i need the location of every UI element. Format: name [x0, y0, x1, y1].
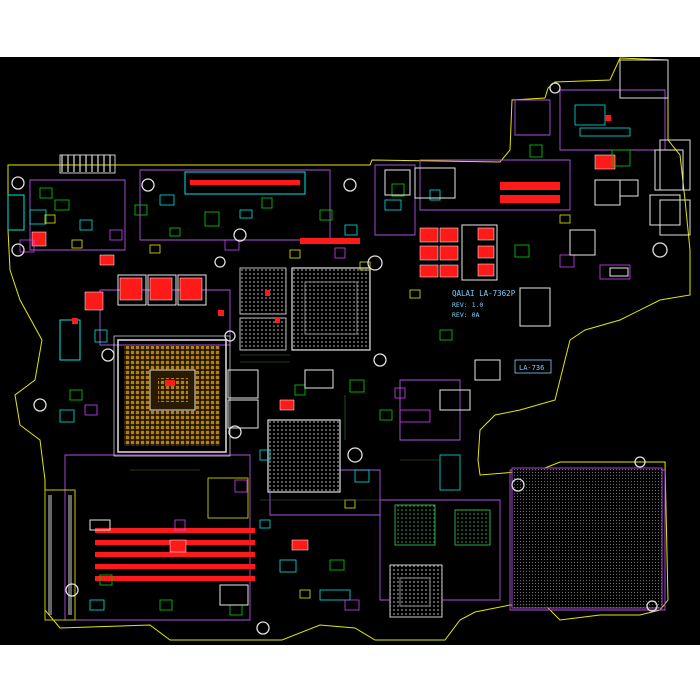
vram-bgas: [239, 267, 287, 351]
silkscreen-text: QALAI LA-7362P REV: 1.0 REV: 0A LA-736: [452, 289, 552, 374]
dimm-slots: [95, 528, 255, 581]
top-connectors: [7, 154, 560, 361]
northbridge-bga: [291, 267, 371, 351]
model-silk-line1: QALAI LA-7362P: [452, 289, 516, 298]
io-connectors-right: [619, 59, 691, 236]
red-markers: [72, 115, 611, 386]
model-silk-line2: REV: 1.0: [452, 301, 483, 309]
header-pins: [61, 155, 111, 172]
cpu-socket: [113, 335, 231, 457]
dimm-connector-pads: [48, 495, 72, 615]
lan-chip: [394, 504, 491, 546]
inductors: [117, 224, 551, 429]
pcb-board-drawing: QALAI LA-7362P REV: 1.0 REV: 0A LA-736: [7, 57, 691, 641]
mounting-holes: [11, 82, 668, 635]
dimm-connector-outline: [44, 489, 76, 621]
badge-silk: LA-736: [519, 364, 544, 372]
power-stage-components: [31, 154, 616, 553]
badge-box: [514, 359, 552, 374]
rf-shield-pad: [511, 467, 663, 609]
southbridge-bga: [267, 419, 341, 493]
smd-components-magenta: [19, 229, 631, 611]
ic-packages: [89, 149, 684, 606]
trace-lines: [130, 354, 440, 501]
model-silk-line3: REV: 0A: [452, 311, 479, 319]
aux-bga: [389, 564, 443, 618]
pcb-layout-viewport: QALAI LA-7362P REV: 1.0 REV: 0A LA-736: [0, 57, 700, 645]
